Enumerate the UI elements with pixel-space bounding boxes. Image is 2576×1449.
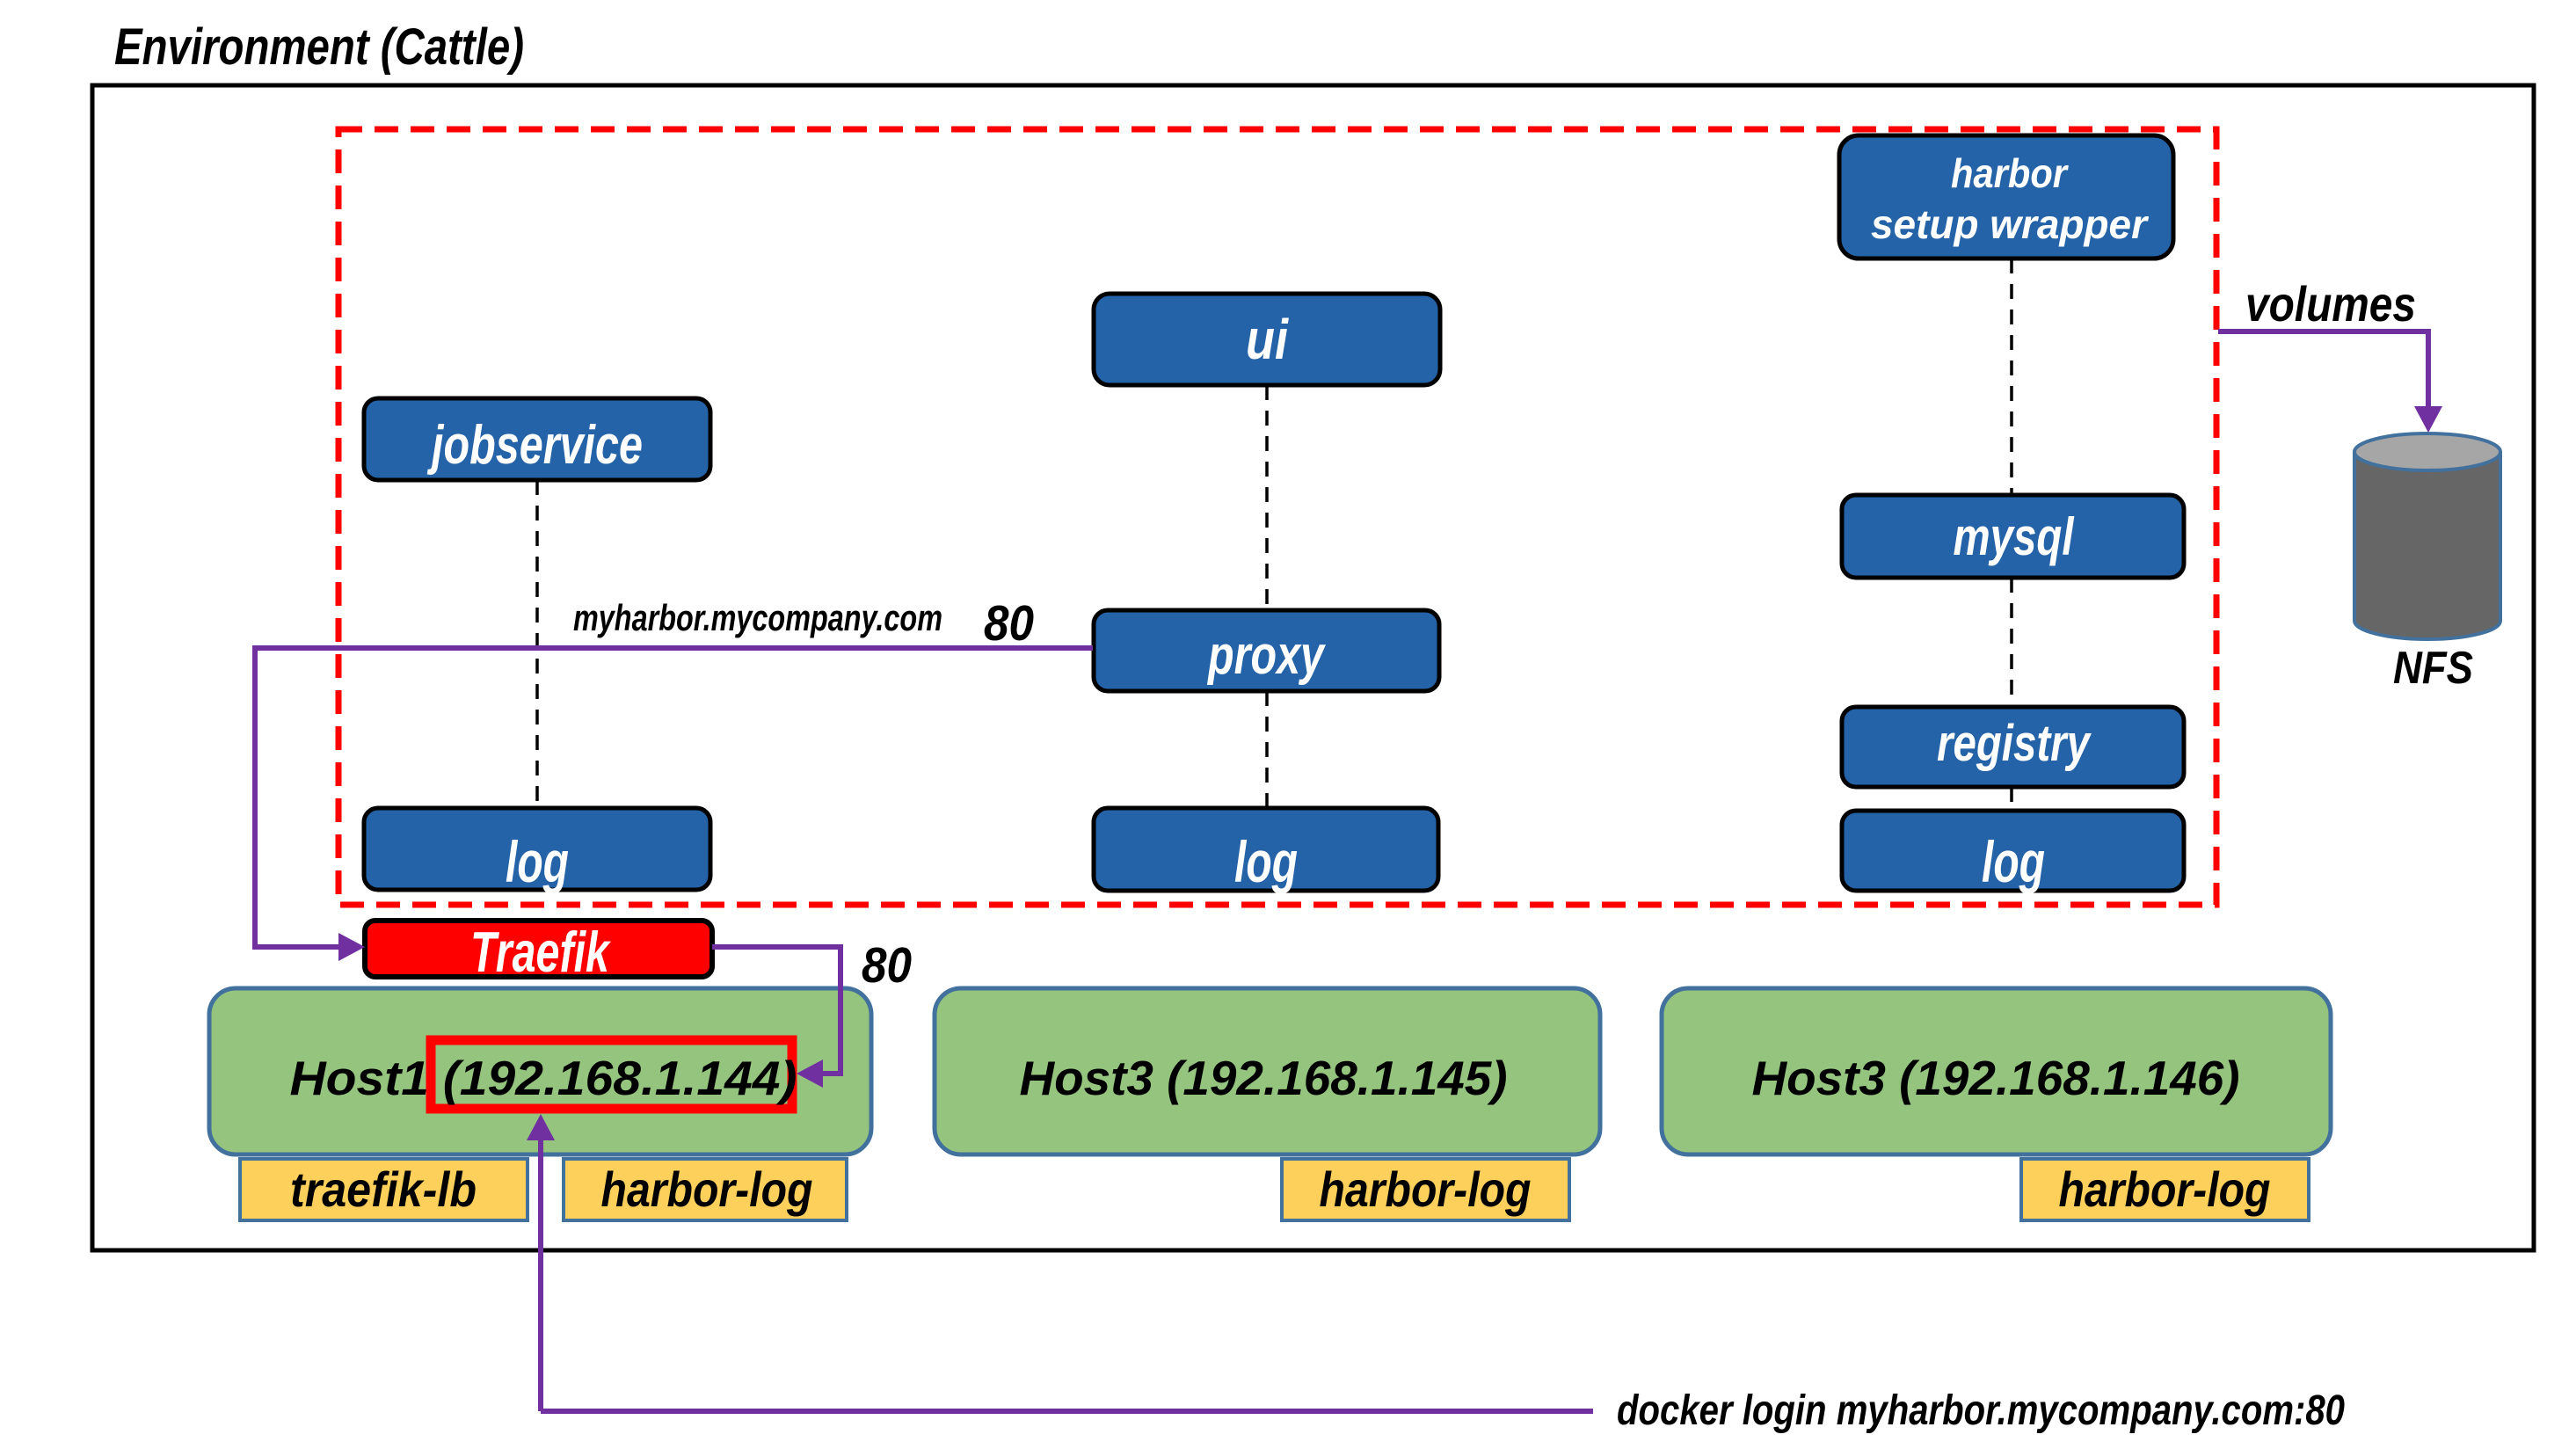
svg-text:log: log: [1982, 829, 2045, 894]
svg-text:mysql: mysql: [1954, 507, 2075, 566]
svg-text:NFS: NFS: [2393, 643, 2473, 694]
svg-text:Environment (Cattle): Environment (Cattle): [114, 18, 524, 76]
svg-text:setup wrapper: setup wrapper: [1871, 201, 2149, 247]
svg-text:80: 80: [984, 595, 1034, 652]
svg-text:Traefik: Traefik: [470, 920, 611, 984]
svg-text:ui: ui: [1246, 308, 1289, 371]
svg-text:80: 80: [862, 937, 912, 994]
svg-text:volumes: volumes: [2245, 276, 2416, 331]
svg-text:Host3 (192.168.1.145): Host3 (192.168.1.145): [1020, 1051, 1508, 1105]
svg-text:Host3 (192.168.1.146): Host3 (192.168.1.146): [1752, 1051, 2240, 1105]
svg-text:log: log: [506, 829, 569, 894]
svg-text:log: log: [1234, 829, 1298, 894]
svg-text:harbor-log: harbor-log: [2059, 1161, 2271, 1217]
svg-text:harbor: harbor: [1951, 150, 2069, 196]
svg-text:myharbor.mycompany.com: myharbor.mycompany.com: [573, 597, 942, 638]
svg-text:registry: registry: [1937, 715, 2092, 772]
svg-text:jobservice: jobservice: [427, 415, 643, 476]
svg-text:Host1 (192.168.1.144): Host1 (192.168.1.144): [290, 1051, 797, 1105]
svg-text:harbor-log: harbor-log: [601, 1161, 813, 1217]
svg-text:proxy: proxy: [1206, 625, 1326, 686]
svg-text:docker login myharbor.mycompan: docker login myharbor.mycompany.com:80: [1617, 1387, 2345, 1434]
svg-text:harbor-log: harbor-log: [1320, 1161, 1532, 1217]
svg-text:traefik-lb: traefik-lb: [290, 1161, 477, 1217]
